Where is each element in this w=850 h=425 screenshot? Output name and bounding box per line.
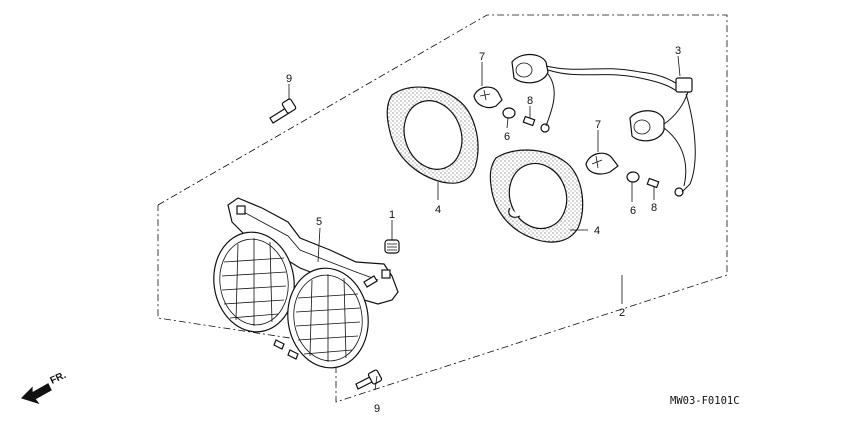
- position-bulb-upper: [522, 115, 550, 133]
- headlight-lens-left: [213, 231, 295, 333]
- callout-8-lower: 8: [651, 202, 657, 214]
- position-bulb-lower: [646, 177, 684, 197]
- callout-4-upper-seal: 4: [435, 204, 441, 216]
- callout-9-top: 9: [286, 73, 292, 85]
- screw-bottom: [355, 369, 383, 390]
- callout-1: 1: [389, 209, 395, 221]
- callout-7-lower: 7: [595, 119, 601, 131]
- callout-7-upper: 7: [479, 51, 485, 63]
- callout-2: 2: [619, 307, 625, 319]
- callout-4-lower-seal: 4: [594, 225, 600, 237]
- cover-seal-lower: [489, 149, 584, 243]
- callout-3: 3: [675, 45, 681, 57]
- bracket-tab: [236, 205, 246, 215]
- adjuster-spring: [384, 239, 400, 254]
- callout-9-bottom: 9: [374, 403, 380, 415]
- callout-6-upper: 6: [504, 131, 510, 143]
- callout-5: 5: [316, 216, 322, 228]
- wire-harness: [511, 53, 696, 193]
- harness-connector: [675, 77, 693, 93]
- grommet-upper: [502, 107, 516, 119]
- bulb-upper: [473, 86, 503, 109]
- bracket-tab: [381, 269, 391, 279]
- assembly-outline: [157, 14, 728, 403]
- front-label: FR.: [49, 370, 68, 387]
- callouts: 1 2 3 4 4 5 6 6 7 7 8 8 9 9: [286, 45, 681, 415]
- grommet-lower: [626, 171, 640, 183]
- headlight-lens-right: [287, 267, 369, 369]
- front-direction-indicator: FR.: [20, 370, 68, 405]
- bulb-lower: [585, 152, 619, 175]
- callout-6-lower: 6: [630, 205, 636, 217]
- cover-seal-upper: [386, 86, 479, 184]
- callout-8-upper: 8: [527, 95, 533, 107]
- leader-lines: [288, 55, 681, 391]
- front-arrow-icon: [20, 383, 52, 405]
- screw-top: [269, 98, 297, 124]
- headlight-assembly: [213, 197, 399, 369]
- diagram-code: MW03-F0101C: [670, 395, 740, 407]
